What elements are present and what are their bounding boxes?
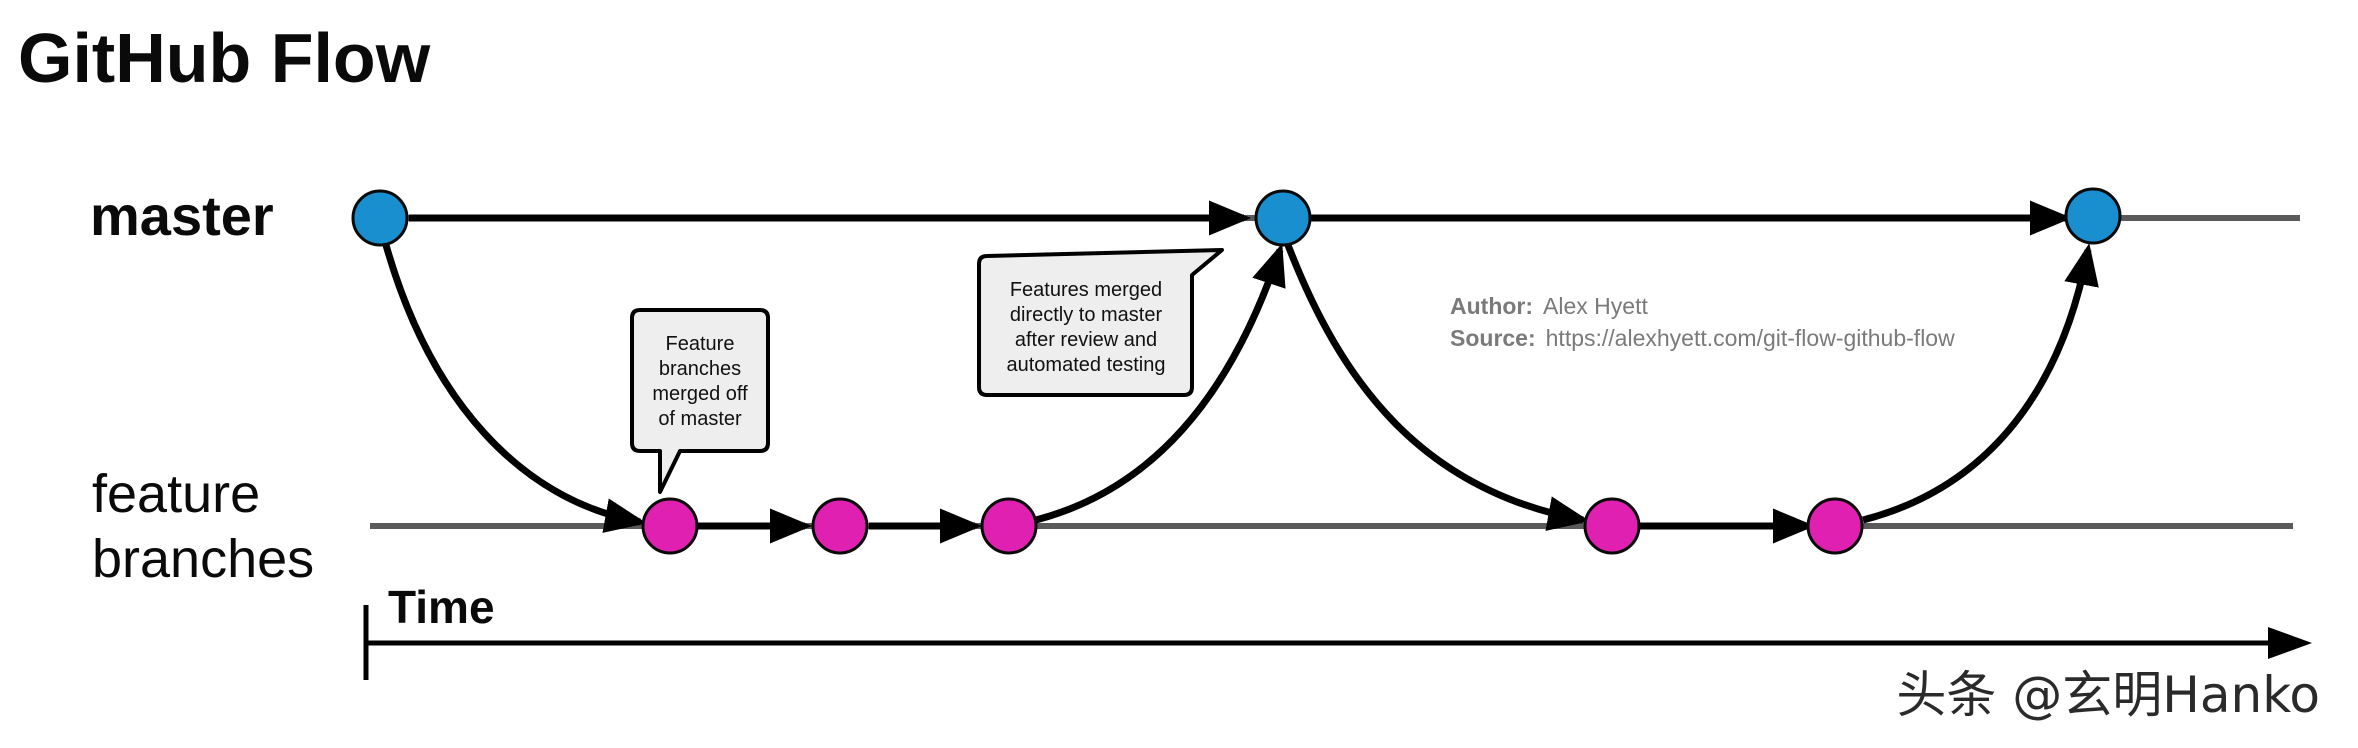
time-axis-arrowhead [2268,627,2312,659]
feature-branch-callout-line2: branches [659,358,741,380]
feature-commit-1 [641,497,699,555]
feature-branch-callout-line1: Feature [666,333,735,355]
merge-callout-box [977,248,1224,397]
feature-commit-2 [811,497,869,555]
branch-off-arrow-1 [382,244,647,533]
author-line: Author: Alex Hyett [1450,293,1648,319]
feature-commit-3 [980,497,1038,555]
merge-callout: Features merged directly to master after… [977,248,1224,397]
merge-to-master-arrow-2 [1862,243,2099,524]
author-value: Alex Hyett [1543,293,1648,319]
feature-branch-callout-box [630,308,770,494]
master-commit-1 [351,189,409,247]
author-key: Author: [1450,293,1533,319]
feature-commit-5 [1806,497,1864,555]
feature-commit-4 [1583,497,1641,555]
master-commit-3 [2064,187,2122,245]
branch-off-arrow-2 [1284,243,1590,531]
watermark-text: 头条 @玄明Hanko [1896,666,2320,724]
source-value: https://alexhyett.com/git-flow-github-fl… [1546,325,1955,351]
feature-branch-callout-line4: of master [658,408,742,430]
merge-callout-line1: Features merged [1010,279,1162,301]
merge-to-master-arrow-1 [1035,243,1286,524]
master-lane-label: master [90,184,274,247]
time-axis-label: Time [388,581,495,633]
feature-branch-callout-line3: merged off [652,383,748,405]
feature-branch-callout: Feature branches merged off of master [630,308,770,494]
feature-lane-label-line2: branches [92,529,314,589]
merge-callout-line4: automated testing [1007,354,1166,376]
source-key: Source: [1450,325,1536,351]
merge-callout-line3: after review and [1015,329,1157,351]
master-commit-2 [1254,189,1312,247]
credit-block: Author: Alex Hyett Source: https://alexh… [1450,293,1955,351]
source-line: Source: https://alexhyett.com/git-flow-g… [1450,325,1955,351]
page-title: GitHub Flow [18,19,431,97]
feature-lane-label-line1: feature [92,464,260,524]
merge-callout-line2: directly to master [1010,304,1163,326]
